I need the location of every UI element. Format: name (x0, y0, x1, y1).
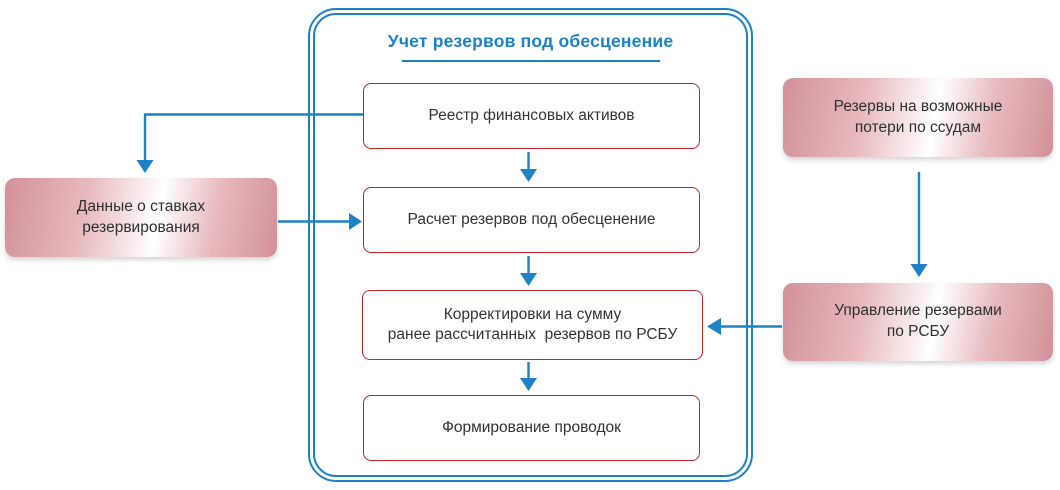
step-label-line2: ранее рассчитанных резервов по РСБУ (387, 326, 678, 343)
panel-title-underline (401, 60, 660, 62)
ext-label-line2: по РСБУ (886, 323, 950, 340)
ext-label-line1: Управление резервами (834, 302, 1002, 320)
external-box-rsbu-provision-management: Управление резервами по РСБУ (783, 283, 1053, 361)
step-box-register-of-financial-assets: Реестр финансовых активов (363, 83, 700, 149)
step-label: Реестр финансовых активов (428, 106, 635, 124)
arrow-right-top-to-right-bottom (910, 172, 928, 277)
step-label: Расчет резервов под обесценение (407, 210, 656, 228)
step-box-posting-generation: Формирование проводок (363, 395, 700, 461)
ext-label-line1: Резервы на возможные (833, 97, 1003, 115)
main-panel-inner-border (313, 13, 748, 477)
ext-label-line1: Данные о ставках (76, 197, 206, 215)
step-box-impairment-provision-calculation: Расчет резервов под обесценение (363, 187, 700, 253)
step-label: Формирование проводок (442, 418, 621, 436)
ext-label-line2: потери по ссудам (854, 118, 982, 136)
external-box-provisioning-rates-data: Данные о ставках резервирования (5, 178, 277, 257)
panel-title: Учет резервов под обесценение (387, 31, 674, 51)
step-box-adjustments-rsbu-provisions: Корректировки на сумму ранее рассчитанны… (362, 290, 703, 360)
ext-label-line2: резервирования (82, 218, 200, 236)
main-panel: Учет резервов под обесценение (308, 8, 753, 482)
step-label-line1: Корректировки на сумму (443, 305, 622, 323)
external-box-loan-loss-provisions: Резервы на возможные потери по ссудам (783, 78, 1053, 157)
